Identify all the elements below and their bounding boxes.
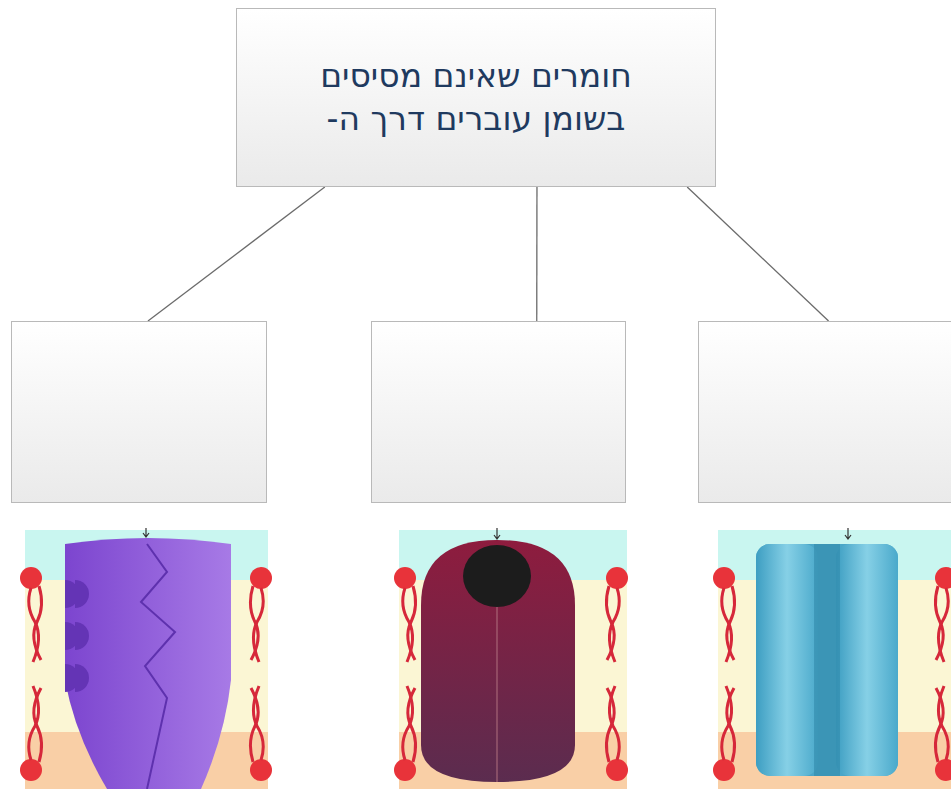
gated-protein-panel xyxy=(394,528,628,789)
connector-line xyxy=(536,187,538,321)
membrane-background xyxy=(25,530,268,789)
gate-molecule xyxy=(463,545,531,607)
direction-arrow xyxy=(494,528,500,539)
connector-line xyxy=(687,187,828,321)
answer-box xyxy=(11,321,267,503)
answer-box xyxy=(698,321,951,503)
protein-seam xyxy=(497,605,498,782)
channel-wall xyxy=(756,544,818,776)
direction-arrow xyxy=(143,528,149,537)
question-box: חומרים שאינם מסיסים בשומן עוברים דרך ה- xyxy=(236,8,716,187)
binding-sites xyxy=(65,580,89,692)
carrier-protein xyxy=(65,538,231,789)
box-text: חומרים שאינם מסיסים בשומן עוברים דרך ה- xyxy=(296,55,656,141)
membrane-background xyxy=(718,530,951,789)
carrier-protein-panel xyxy=(20,528,272,789)
answer-box xyxy=(371,321,626,503)
connector-line xyxy=(148,187,325,321)
channel-protein-panel xyxy=(713,528,951,789)
channel-protein xyxy=(756,544,898,776)
channel-pore xyxy=(814,544,840,776)
protein-seam xyxy=(141,544,175,789)
direction-arrow xyxy=(845,528,851,539)
channel-wall xyxy=(836,544,898,776)
gated-protein xyxy=(421,540,575,782)
